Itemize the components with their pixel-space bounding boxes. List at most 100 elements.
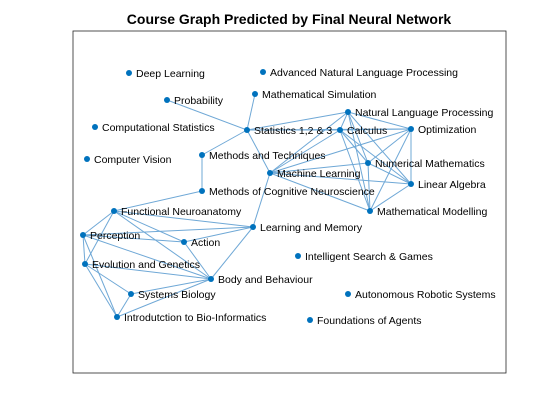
graph-node-intro-bioinf <box>114 314 120 320</box>
graph-edge-nlp-machine_learning <box>269 111 349 174</box>
graph-node-autonomous-robotic <box>345 291 351 297</box>
graph-node-label-machine-learning: Machine Learning <box>277 168 361 180</box>
graph-node-label-comp-stats: Computational Statistics <box>102 122 215 134</box>
graph-node-math-model <box>367 208 373 214</box>
graph-edge-func_neuro-evolution_genetics <box>84 210 115 265</box>
graph-node-methods-tech <box>199 152 205 158</box>
graph-edge-calculus-math_model <box>339 129 371 212</box>
graph-node-intelligent-search <box>295 253 301 259</box>
graph-edge-func_neuro-body_behaviour <box>113 210 212 280</box>
graph-node-label-linear-algebra: Linear Algebra <box>418 179 486 191</box>
graph-edge-action-body_behaviour <box>183 241 212 280</box>
figure-title: Course Graph Predicted by Final Neural N… <box>127 11 452 27</box>
graph-node-label-evolution-genetics: Evolution and Genetics <box>92 259 200 271</box>
graph-edge-perception-learning_memory <box>82 226 254 236</box>
graph-node-label-math-model: Mathematical Modelling <box>377 206 487 218</box>
graph-edge-action-learning_memory <box>183 226 254 243</box>
graph-node-label-func-neuro: Functional Neuroanatomy <box>121 206 242 218</box>
graph-edge-nlp-calculus <box>339 111 349 131</box>
graph-node-label-computer-vision: Computer Vision <box>94 154 172 166</box>
graph-edge-body_behaviour-systems_biology <box>130 278 212 295</box>
graph-node-label-methods-tech: Methods and Techniques <box>209 150 326 162</box>
graph-node-label-foundations-agents: Foundations of Agents <box>317 315 422 327</box>
graph-node-label-nlp: Natural Language Processing <box>355 107 494 119</box>
graph-edge-nlp-num_math <box>347 111 369 164</box>
graph-edge-evolution_genetics-body_behaviour <box>84 263 212 280</box>
graph-edge-func_neuro-action <box>113 210 185 243</box>
graph-node-label-math-sim: Mathematical Simulation <box>262 89 377 101</box>
graph-edge-machine_learning-learning_memory <box>252 172 271 228</box>
edges-layer <box>82 93 412 318</box>
graph-node-label-num-math: Numerical Mathematics <box>375 158 485 170</box>
graph-edge-optimization-machine_learning <box>269 128 412 174</box>
graph-edge-nlp-math_model <box>347 111 371 212</box>
graph-node-foundations-agents <box>307 317 313 323</box>
graph-node-stats123 <box>244 127 250 133</box>
graph-node-systems-biology <box>128 291 134 297</box>
graph-edge-evolution_genetics-systems_biology <box>84 263 132 295</box>
graph-node-perception <box>80 232 86 238</box>
graph-edge-calculus-machine_learning <box>269 129 341 174</box>
graph-edge-perception-intro_bioinf <box>82 234 118 318</box>
graph-node-computer-vision <box>84 156 90 162</box>
graph-edge-func_neuro-learning_memory <box>113 210 254 228</box>
graph-node-label-intelligent-search: Intelligent Search & Games <box>305 251 433 263</box>
graph-edge-optimization-num_math <box>367 128 412 164</box>
graph-edge-machine_learning-num_math <box>269 162 369 174</box>
graph-edge-stats123-methods_tech <box>201 129 248 156</box>
graph-edge-calculus-optimization <box>339 128 412 131</box>
graph-edge-stats123-machine_learning <box>246 129 271 174</box>
graph-edge-machine_learning-linear_algebra <box>269 172 412 185</box>
graph-node-label-adv-nlp: Advanced Natural Language Processing <box>270 67 458 79</box>
graph-edge-linear_algebra-math_model <box>369 183 412 212</box>
graph-edge-probability-stats123 <box>166 99 248 131</box>
graph-node-linear-algebra <box>408 181 414 187</box>
graph-node-probability <box>164 97 170 103</box>
graph-node-evolution-genetics <box>82 261 88 267</box>
graph-edge-nlp-linear_algebra <box>347 111 412 185</box>
graph-edge-evolution_genetics-intro_bioinf <box>84 263 118 318</box>
graph-node-label-calculus: Calculus <box>347 125 387 137</box>
graph-node-methods-cog <box>199 188 205 194</box>
graph-node-label-systems-biology: Systems Biology <box>138 289 216 301</box>
graph-node-label-action: Action <box>191 237 220 249</box>
graph-node-label-optimization: Optimization <box>418 124 477 136</box>
graph-node-label-autonomous-robotic: Autonomous Robotic Systems <box>355 289 496 301</box>
graph-node-action <box>181 239 187 245</box>
graph-edge-body_behaviour-learning_memory <box>210 226 254 280</box>
graph-edge-num_math-math_model <box>367 162 371 212</box>
graph-node-label-perception: Perception <box>90 230 140 242</box>
graph-node-num-math <box>365 160 371 166</box>
graph-node-math-sim <box>252 91 258 97</box>
graph-node-label-learning-memory: Learning and Memory <box>260 222 363 234</box>
graph-node-label-stats123: Statistics 1,2 & 3 <box>254 125 332 137</box>
graph-edge-optimization-math_model <box>369 128 412 212</box>
graph-node-deep-learning <box>126 70 132 76</box>
graph-node-label-intro-bioinf: Introdutction to Bio-Informatics <box>124 312 266 324</box>
graph-edge-num_math-linear_algebra <box>367 162 412 185</box>
graph-node-label-body-behaviour: Body and Behaviour <box>218 274 313 286</box>
labels-layer: Deep Learning Advanced Natural Language P… <box>90 67 496 327</box>
graph-edge-math_sim-stats123 <box>246 93 256 131</box>
graph-edge-stats123-nlp <box>246 111 349 131</box>
graph-node-nlp <box>345 109 351 115</box>
axes-box <box>72 30 507 374</box>
graph-node-learning-memory <box>250 224 256 230</box>
graph-edge-nlp-optimization <box>347 111 412 130</box>
graph-edge-body_behaviour-intro_bioinf <box>116 278 212 318</box>
graph-node-comp-stats <box>92 124 98 130</box>
graph-edge-machine_learning-math_model <box>269 172 371 212</box>
graph-edge-perception-evolution_genetics <box>82 234 86 265</box>
graph-edge-systems_biology-intro_bioinf <box>116 293 132 318</box>
graph-node-machine-learning <box>267 170 273 176</box>
graph-node-label-methods-cog: Methods of Cognitive Neuroscience <box>209 186 375 198</box>
graph-edge-func_neuro-perception <box>82 210 115 236</box>
graph-node-label-probability: Probability <box>174 95 224 107</box>
graph-edge-perception-body_behaviour <box>82 234 212 280</box>
graph-node-label-deep-learning: Deep Learning <box>136 68 205 80</box>
graph-node-body-behaviour <box>208 276 214 282</box>
graph-node-func-neuro <box>111 208 117 214</box>
graph-edge-perception-action <box>82 234 185 243</box>
graph-node-adv-nlp <box>260 69 266 75</box>
